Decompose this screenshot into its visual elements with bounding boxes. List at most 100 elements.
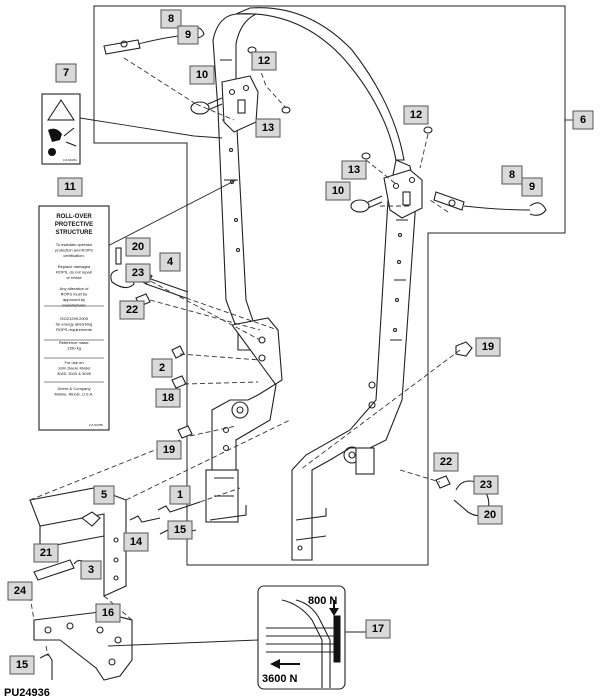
rops-label-line: 3045, 3043 & 3049	[57, 371, 92, 376]
callout-10: 10	[325, 181, 351, 201]
callout-number: 14	[130, 536, 143, 548]
callout-box	[255, 118, 281, 138]
callout-box	[325, 181, 351, 201]
callout-box	[189, 65, 215, 85]
callout-box	[7, 581, 33, 601]
rops-label-code: LVU16255	[89, 423, 103, 427]
figure-id: PU24936	[4, 687, 50, 699]
callout-number: 6	[580, 114, 586, 126]
right-knob	[350, 195, 383, 213]
clip-23	[110, 269, 135, 289]
rops-label-line: Deere & Company	[58, 386, 91, 391]
callout-number: 3	[88, 564, 94, 576]
assembly-frame-outline	[93, 5, 566, 566]
left-knob	[190, 97, 223, 115]
callout-number: 19	[163, 444, 175, 456]
callout-number: 15	[16, 659, 28, 671]
callout-8: 8	[501, 165, 523, 185]
callout-5: 5	[93, 485, 115, 505]
callout-13: 13	[341, 160, 367, 180]
rops-label-line: approved by	[63, 297, 85, 302]
callout-box	[341, 160, 367, 180]
callout-13: 13	[255, 118, 281, 138]
callout-number: 10	[196, 69, 208, 81]
callout-number: 9	[185, 29, 191, 41]
callout-number: 24	[14, 585, 27, 597]
callout-14: 14	[123, 532, 149, 552]
callout-9: 9	[177, 25, 199, 45]
callout-10: 10	[189, 65, 215, 85]
nut-22-right	[435, 475, 451, 489]
rops-label-line: Any alteration of	[60, 286, 90, 291]
force-side-label: 3600 N	[262, 673, 298, 685]
rops-label-line: Replace damaged	[58, 264, 90, 269]
rops-label-line: For use on	[64, 360, 83, 365]
rops-heading-3: STRUCTURE	[56, 230, 93, 236]
rops-label-line: manufacturer	[62, 303, 86, 308]
callout-box	[160, 9, 182, 29]
clip-23-right	[453, 480, 490, 517]
callout-number: 7	[63, 67, 69, 79]
right-washer-12	[423, 126, 433, 134]
rops-heading-2: PROTECTIVE	[55, 222, 93, 228]
callout-box	[159, 252, 181, 272]
callout-1: 1	[169, 485, 191, 505]
safety-decal-7: LVU16251	[41, 93, 81, 165]
callout-box	[55, 63, 77, 83]
nut-19-right	[455, 341, 473, 357]
callout-number: 4	[167, 256, 174, 268]
callout-box	[125, 237, 151, 257]
leader-7	[79, 117, 223, 139]
callout-number: 8	[168, 13, 174, 25]
callout-number: 5	[101, 489, 107, 501]
pin-20	[115, 247, 122, 265]
rops-label-line: for energy absorbing	[56, 322, 93, 327]
bolt-14	[129, 515, 161, 523]
right-ring-13	[361, 152, 371, 160]
rops-label-line: Moline, Illinois, U.S.A.	[55, 392, 94, 397]
callout-box	[403, 105, 429, 125]
rops-label-line: Reference mass:	[59, 340, 89, 345]
callout-number: 23	[480, 479, 492, 491]
callout-22: 22	[433, 452, 459, 472]
nut-18	[171, 375, 187, 389]
assembly-lines	[29, 57, 461, 657]
callout-box	[521, 177, 543, 197]
callout-number: 2	[159, 362, 165, 374]
callout-box	[93, 485, 115, 505]
callout-20: 20	[125, 237, 151, 257]
callout-box	[155, 388, 181, 408]
callout-box	[33, 543, 59, 563]
callout-21: 21	[33, 543, 59, 563]
callout-number: 20	[484, 509, 496, 521]
callout-number: 20	[132, 241, 144, 253]
callout-15: 15	[9, 655, 35, 675]
callout-number: 15	[174, 524, 186, 536]
callout-9: 9	[521, 177, 543, 197]
callout-box	[9, 655, 35, 675]
callout-number: 22	[126, 304, 138, 316]
callout-box	[177, 25, 199, 45]
rops-main-hoop	[235, 7, 417, 561]
pin-24	[33, 559, 89, 581]
callout-number: 21	[40, 547, 52, 559]
force-inset: 800 N 3600 N	[257, 585, 346, 690]
callout-box	[95, 603, 121, 623]
callout-box	[156, 440, 182, 460]
callout-box	[167, 520, 193, 540]
leader-11	[99, 179, 237, 251]
rops-heading-1: ROLL-OVER	[56, 214, 92, 220]
callout-17: 17	[365, 619, 391, 639]
rops-label-line: ROPS, do not repair	[56, 270, 93, 275]
callout-8: 8	[160, 9, 182, 29]
left-upper-bracket	[221, 75, 259, 133]
callout-number: 8	[509, 169, 515, 181]
callout-12: 12	[403, 105, 429, 125]
callout-box	[151, 358, 173, 378]
decal-code: LVU16251	[63, 158, 77, 162]
callout-box	[572, 110, 594, 130]
callout-number: 17	[372, 623, 384, 635]
callout-box	[473, 475, 499, 495]
